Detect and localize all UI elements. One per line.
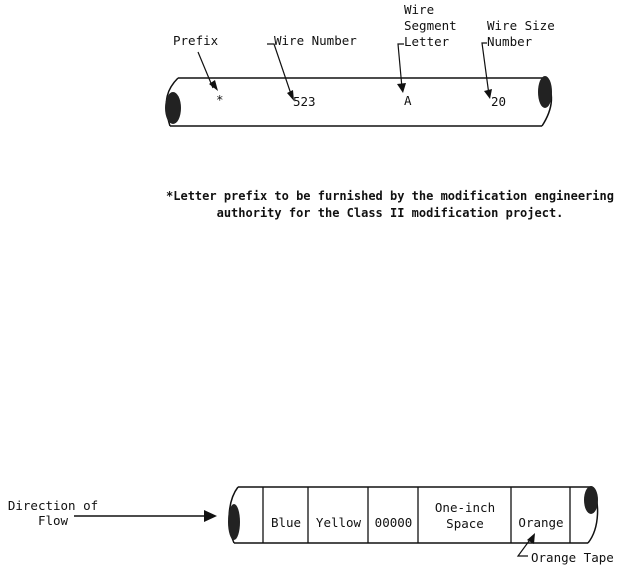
wire-segment-letter-label: Wire Segment Letter: [404, 2, 457, 49]
wire-segment-letter-value: A: [404, 93, 412, 108]
orange-tape-label: Orange Tape: [531, 550, 614, 565]
band-number: 00000: [374, 515, 413, 530]
direction-of-flow-label: Direction of Flow: [7, 498, 99, 528]
flow-arrow: [74, 510, 217, 522]
wire-marking-cylinder: [165, 76, 553, 127]
prefix-value: *: [216, 92, 224, 107]
footnote: *Letter prefix to be furnished by the mo…: [166, 189, 614, 220]
color-coding-cylinder: [228, 486, 599, 544]
wire-size-number-label: Wire Size Number: [487, 18, 555, 49]
right-cut-end: [538, 76, 552, 108]
orange-tape-leader: [516, 533, 535, 557]
label-leaders: [197, 42, 490, 98]
left-cut-end: [165, 92, 181, 124]
arrowheads: [209, 80, 492, 101]
wire-number-value: 523: [293, 94, 316, 109]
band-blue: Blue: [270, 515, 302, 530]
wire-number-label: Wire Number: [274, 33, 357, 48]
band-orange: Orange: [518, 515, 564, 530]
band-one-inch-space: One-inch Space: [434, 500, 496, 531]
prefix-label: Prefix: [173, 33, 219, 48]
wire-size-number-value: 20: [491, 94, 507, 109]
band-yellow: Yellow: [315, 515, 362, 530]
